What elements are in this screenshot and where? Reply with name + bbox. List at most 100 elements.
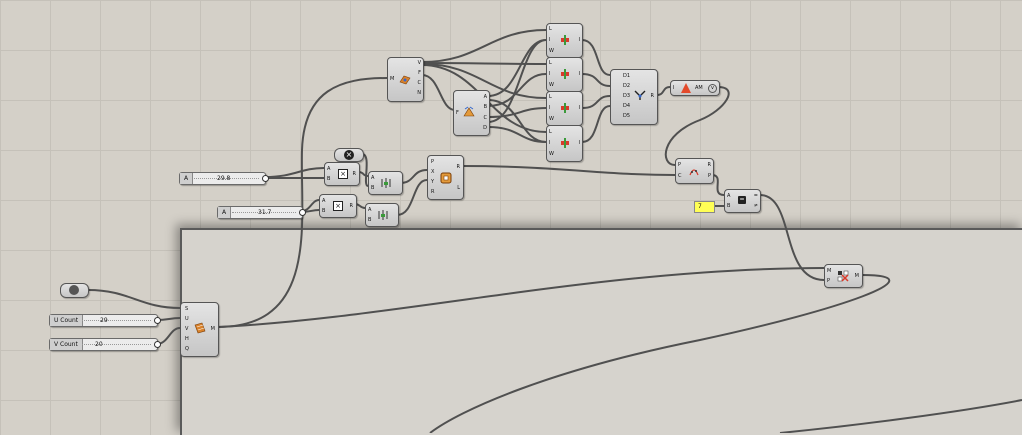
line-input-l: L (549, 26, 552, 32)
line-output-i: I (578, 71, 580, 77)
line-icon (561, 103, 569, 113)
equality-output-eq: = (753, 193, 758, 199)
multiply-input-a: A (322, 198, 326, 204)
geometry-param[interactable] (60, 283, 89, 298)
line-component-1[interactable]: L I W I (546, 23, 583, 58)
line-input-i: I (549, 140, 551, 146)
multiply-input-b: B (322, 208, 326, 214)
wire (656, 86, 671, 96)
explode-output-a: A (483, 94, 487, 100)
slider-a2-value: 31.7 (258, 209, 272, 216)
line-input-w: W (549, 48, 554, 54)
equality-component[interactable]: A B = = ≠ (724, 189, 761, 213)
evaluate-output-c: C (417, 80, 422, 86)
wire (421, 74, 456, 111)
merge-input-d2: D2 (623, 83, 631, 89)
surface-input-v: V (185, 326, 189, 332)
multiply-input-a: A (327, 166, 331, 172)
line-component-4[interactable]: L I W I (546, 125, 583, 162)
surface-input-q: Q (185, 346, 189, 352)
slider-u-count[interactable]: U Count 29 (49, 314, 161, 327)
line-output-i: I (578, 105, 580, 111)
populate-output-r: R (707, 162, 711, 168)
rectangle-input-p: P (431, 159, 435, 165)
explode-icon (463, 106, 475, 117)
divide-surface-component[interactable]: S U V H Q M (180, 302, 219, 357)
slider-u-count-value: 29 (100, 317, 108, 324)
slider-u-count-label: U Count (50, 315, 84, 326)
line-component-2[interactable]: L I W I (546, 57, 583, 92)
evaluate-surface-component[interactable]: M V F C N (387, 57, 424, 102)
multiply-component-1[interactable]: A B × R (324, 162, 360, 186)
wire (399, 169, 428, 184)
slider-output-grip[interactable] (299, 209, 306, 216)
line-input-i: I (549, 105, 551, 111)
slider-output-grip[interactable] (154, 341, 161, 348)
slider-a2-label: A (218, 207, 232, 218)
construct-domain-component-2[interactable]: A B (365, 203, 399, 227)
cull-component[interactable]: M P M (824, 264, 863, 288)
populate-input-c: C (678, 173, 682, 179)
line-input-w: W (549, 116, 554, 122)
wire (487, 126, 547, 143)
wire (487, 99, 547, 143)
multiply-icon: × (333, 201, 343, 211)
divide-surface-icon (194, 322, 206, 334)
multiply-output-r: R (349, 203, 353, 209)
merge-input-d3: D3 (623, 93, 631, 99)
domain-input-a: A (368, 207, 372, 213)
explode-output-d: D (483, 125, 487, 131)
evaluate-surface-icon (399, 75, 411, 85)
cull-icon (837, 270, 849, 282)
multiply-icon: × (338, 169, 348, 179)
wire (421, 29, 547, 63)
slider-track (82, 344, 151, 345)
slider-output-grip[interactable] (262, 175, 269, 182)
surface-input-s: S (185, 306, 189, 312)
merge-input-d4: D4 (623, 103, 631, 109)
wire (664, 86, 730, 166)
group-box[interactable] (180, 228, 1022, 435)
cull-input-p: P (827, 278, 831, 284)
rectangle-icon (440, 172, 452, 184)
explode-input-f: F (456, 110, 459, 116)
amplitude-input: I (673, 85, 675, 91)
negative-component[interactable]: × (334, 148, 364, 162)
multiply-component-2[interactable]: A B × R (319, 194, 357, 218)
slider-output-grip[interactable] (154, 317, 161, 324)
merge-component[interactable]: D1 D2 D3 D4 D5 R (610, 69, 658, 125)
slider-a1-label: A (180, 173, 194, 184)
slider-v-count-value: 20 (95, 341, 103, 348)
explode-component[interactable]: F A B C D (453, 90, 490, 136)
wire (581, 39, 611, 76)
evaluate-input-m: M (390, 76, 395, 82)
surface-input-u: U (185, 316, 189, 322)
merge-icon (634, 90, 646, 100)
wire (264, 167, 325, 178)
line-input-l: L (549, 60, 552, 66)
rectangle-input-r: R (431, 189, 435, 195)
slider-a1[interactable]: A 29.8 (179, 172, 269, 185)
equality-input-b: B (727, 203, 731, 209)
line-icon (561, 69, 569, 79)
rectangle-component[interactable]: P X Y R R L (427, 155, 464, 200)
line-output-i: I (578, 140, 580, 146)
slider-v-count[interactable]: V Count 20 (49, 338, 161, 351)
slider-a2[interactable]: A 31.7 (217, 206, 306, 219)
equality-icon: = (738, 196, 746, 204)
construct-domain-component-1[interactable]: A B (368, 171, 403, 195)
line-input-l: L (549, 129, 552, 135)
populate-component[interactable]: P C R P (675, 158, 714, 184)
wire (581, 95, 611, 109)
merge-output-r: R (650, 93, 654, 99)
line-input-i: I (549, 71, 551, 77)
line-input-w: W (549, 151, 554, 157)
panel-value[interactable]: 7 (694, 201, 715, 213)
geometry-icon (69, 285, 79, 295)
line-input-w: W (549, 82, 554, 88)
amplitude-component[interactable]: I AM v (670, 80, 720, 96)
cull-input-m: M (827, 268, 832, 274)
line-component-3[interactable]: L I W I (546, 91, 583, 126)
evaluate-output-n: N (417, 90, 421, 96)
